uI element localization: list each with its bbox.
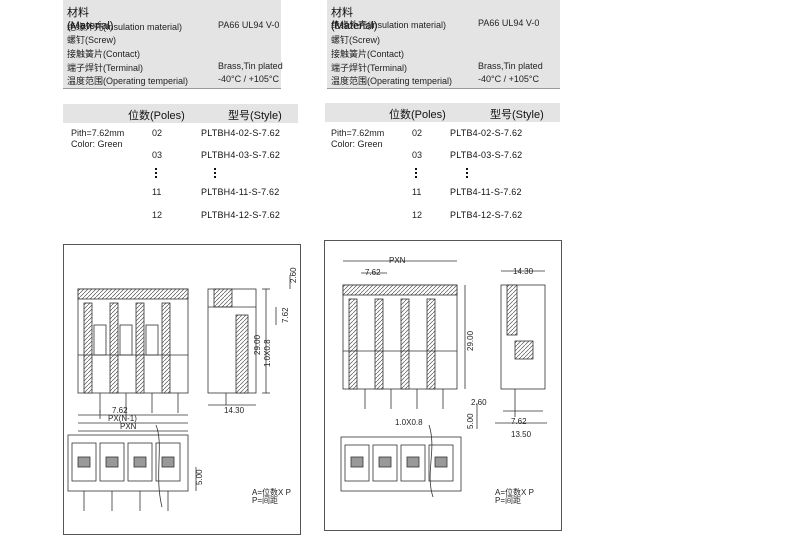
left-poles-cell: 11 (152, 187, 162, 197)
dim-depth-label: 14.30 (224, 406, 245, 415)
left-style-header: 型号(Style) (228, 110, 282, 122)
left-style-cell: PLTBH4-02-S-7.62 (201, 128, 281, 138)
left-material-label: 接触簧片(Contact) (67, 49, 141, 59)
right-material-label: 绝缘外壳(Insulation material) (331, 20, 447, 30)
left-material-value: Brass,Tin plated (218, 61, 283, 71)
right-poles-cell: 03 (412, 150, 423, 160)
left-style-cell: PLTBH4-03-S-7.62 (201, 150, 281, 160)
left-drawing-svg: 7.62 PX(N-1) PXN 14.30 29.00 2.60 7.62 1… (67, 267, 298, 511)
right-material-value: -40°C / +105°C (478, 74, 539, 84)
left-style-ellipsis (214, 168, 217, 180)
right-drawing-svg: PXN 7.62 29.00 14.30 1.0X0.8 5.00 2.60 7… (340, 256, 547, 505)
right-poles-header: 位数(Poles) (389, 109, 446, 121)
dim-height-label: 29.00 (253, 334, 262, 355)
left-poles-cell: 02 (152, 128, 163, 138)
left-material-label: 端子焊针(Terminal) (67, 63, 144, 73)
left-technical-drawing: 7.62 PX(N-1) PXN 14.30 29.00 2.60 7.62 1… (63, 244, 301, 535)
left-materials-box (63, 0, 281, 88)
left-material-label: 温度范围(Operating temperial) (67, 76, 189, 86)
dim-height-label: 29.00 (466, 330, 475, 351)
left-poles-header: 位数(Poles) (128, 110, 185, 122)
side-body-outline (500, 284, 546, 390)
dim-pin-pitch-label: 7.62 (281, 307, 290, 323)
right-style-header-bar (325, 103, 560, 122)
left-style-cell: PLTBH4-11-S-7.62 (201, 187, 280, 197)
legend-a: A=位数X P (495, 487, 534, 497)
right-pitch-note: Pith=7.62mm (331, 128, 385, 138)
dim-pxn-label: PXN (120, 422, 137, 431)
top-view-outline (340, 436, 462, 492)
left-poles-cell: 03 (152, 150, 163, 160)
right-style-ellipsis (466, 168, 469, 180)
legend-a: A=位数X P (252, 487, 291, 497)
right-technical-drawing: PXN 7.62 29.00 14.30 1.0X0.8 5.00 2.60 7… (324, 240, 562, 531)
legend-p: P=间距 (495, 496, 521, 505)
dim-depth-label: 14.30 (513, 267, 534, 276)
left-style-cell: PLTBH4-12-S-7.62 (201, 210, 281, 220)
dim-pitch-label: 7.62 (365, 268, 381, 277)
dim-pin-len-label: 5.00 (466, 413, 475, 429)
dim-pin-pitch-label: 7.62 (511, 417, 527, 426)
right-style-header: 型号(Style) (490, 109, 544, 121)
left-pitch-note: Pith=7.62mm (71, 128, 125, 138)
dim-pxn-label: PXN (389, 256, 406, 265)
right-material-label: 端子焊针(Terminal) (331, 63, 408, 73)
left-color-note: Color: Green (71, 139, 123, 149)
right-material-label: 接触簧片(Contact) (331, 49, 405, 59)
right-materials-title: 材料(Material) (331, 7, 378, 32)
right-material-value: Brass,Tin plated (478, 61, 543, 71)
dim-pin-size-label: 1.0X0.8 (395, 418, 423, 427)
dim-footprint-label: 13.50 (511, 430, 532, 439)
right-poles-cell: 11 (412, 187, 422, 197)
right-material-value: PA66 UL94 V-0 (478, 18, 540, 28)
dim-top-offset-label: 2.60 (289, 267, 298, 283)
left-poles-ellipsis (155, 168, 158, 180)
dim-pxn1-label: PX(N-1) (108, 414, 137, 423)
top-view-outline (67, 434, 189, 492)
front-body-outline (342, 284, 458, 390)
dim-pin-len-label: 5.00 (195, 469, 204, 485)
left-material-value: -40°C / +105°C (218, 74, 279, 84)
right-style-cell: PLTB4-03-S-7.62 (450, 150, 523, 160)
legend-p: P=间距 (252, 496, 278, 505)
right-material-label: 温度范围(Operating temperial) (331, 76, 453, 86)
front-body-outline (77, 288, 189, 394)
left-style-header-bar (63, 104, 298, 123)
dim-pin-size-label: 1.0X0.8 (263, 339, 272, 367)
right-poles-ellipsis (415, 168, 418, 180)
right-materials-divider (327, 88, 560, 89)
left-poles-cell: 12 (152, 210, 163, 220)
right-poles-cell: 12 (412, 210, 423, 220)
left-materials-title: 材料(Material) (67, 7, 114, 32)
right-color-note: Color: Green (331, 139, 383, 149)
dim-pitch-label: 7.62 (112, 406, 128, 415)
right-materials-box (327, 0, 560, 88)
left-materials-divider (63, 88, 281, 89)
dim-offset-label: 2.60 (471, 398, 487, 407)
left-material-value: PA66 UL94 V-0 (218, 20, 280, 30)
left-material-label: 螺钉(Screw) (67, 35, 116, 45)
right-style-cell: PLTB4-02-S-7.62 (450, 128, 523, 138)
right-style-cell: PLTB4-11-S-7.62 (450, 187, 522, 197)
right-poles-cell: 02 (412, 128, 423, 138)
right-material-label: 螺钉(Screw) (331, 35, 380, 45)
right-style-cell: PLTB4-12-S-7.62 (450, 210, 523, 220)
left-material-label: 绝缘外壳(Insulation material) (67, 22, 183, 32)
